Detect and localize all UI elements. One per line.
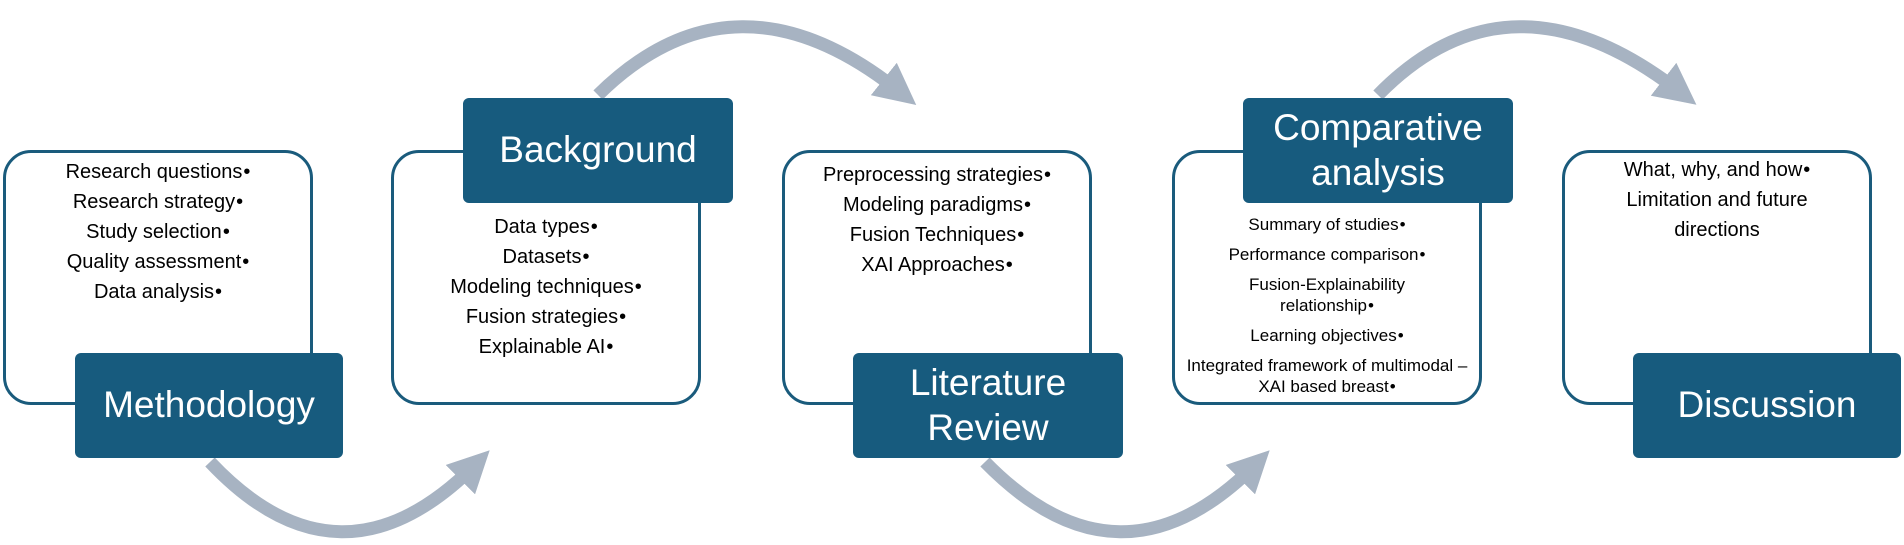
methodology-items: Research questions• Research strategy• S… xyxy=(8,157,308,307)
list-item: Modeling techniques• xyxy=(450,276,642,298)
list-item: Fusion Techniques• xyxy=(849,224,1025,246)
arrow-literature-to-comparative xyxy=(980,450,1270,539)
literature-review-title: Literature Review xyxy=(853,353,1123,458)
arrow-background-to-literature xyxy=(593,20,917,105)
list-item: Data types• xyxy=(494,216,598,238)
list-item: Study selection• xyxy=(86,221,230,243)
list-item: Research strategy• xyxy=(72,191,244,213)
list-item: Learning objectives• xyxy=(1250,326,1404,345)
comparative-analysis-items: Summary of studies• Performance comparis… xyxy=(1182,214,1472,406)
background-items: Data types• Datasets• Modeling technique… xyxy=(396,212,696,362)
literature-review-items: Preprocessing strategies• Modeling parad… xyxy=(787,160,1087,280)
list-item: Fusion strategies• xyxy=(465,306,627,328)
list-item: Research questions• xyxy=(65,161,251,183)
list-item: Preprocessing strategies• xyxy=(822,164,1052,186)
list-item: Quality assessment• xyxy=(66,251,250,273)
methodology-title: Methodology xyxy=(75,353,343,458)
list-item: Summary of studies• xyxy=(1248,215,1406,234)
comparative-analysis-title: Comparative analysis xyxy=(1243,98,1513,203)
arrow-methodology-to-background xyxy=(205,450,490,539)
list-item: Fusion-Explainability relationship• xyxy=(1249,275,1405,315)
list-item: XAI Approaches• xyxy=(861,254,1013,276)
discussion-items: What, why, and how• Limitation and futur… xyxy=(1567,155,1867,245)
list-item: Data analysis• xyxy=(93,281,223,303)
discussion-title: Discussion xyxy=(1633,353,1901,458)
list-item: Explainable AI• xyxy=(478,336,614,358)
list-item: Performance comparison• xyxy=(1228,245,1426,264)
background-title: Background xyxy=(463,98,733,203)
list-item: Modeling paradigms• xyxy=(842,194,1032,216)
list-item: Limitation and future directions xyxy=(1626,189,1808,241)
arrow-comparative-to-discussion xyxy=(1373,20,1697,105)
list-item: Datasets• xyxy=(502,246,590,268)
list-item: Integrated framework of multimodal –XAI … xyxy=(1186,356,1468,396)
list-item: What, why, and how• xyxy=(1623,159,1811,181)
